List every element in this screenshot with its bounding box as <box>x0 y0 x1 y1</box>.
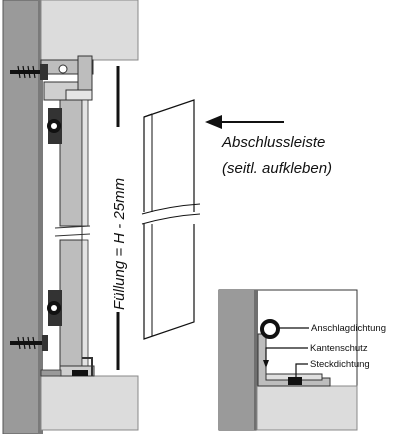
end-strip-label-line1: Abschlussleiste <box>221 134 325 151</box>
end-strip-arrow <box>205 115 284 129</box>
bottom-screw <box>10 335 48 351</box>
lower-stop-seal <box>47 290 62 326</box>
stop-seal-label: Anschlagdichtung <box>311 323 386 334</box>
ceiling-block <box>40 0 139 61</box>
dimension-label: Füllung = H - 25mm <box>111 178 128 310</box>
detail-inset <box>218 289 358 431</box>
top-profile <box>40 55 94 101</box>
bottom-profile <box>40 357 95 377</box>
end-strip-label-line2: (seitl. aufkleben) <box>222 160 332 177</box>
plug-seal-label: Steckdichtung <box>310 359 370 370</box>
infill-panel <box>54 99 91 369</box>
top-screw <box>10 64 68 80</box>
wall <box>2 0 42 434</box>
upper-stop-seal <box>47 108 62 144</box>
wall-edge <box>38 0 43 434</box>
edge-guard-label: Kantenschutz <box>310 343 368 354</box>
end-strip <box>140 99 201 340</box>
floor-block <box>40 375 139 431</box>
